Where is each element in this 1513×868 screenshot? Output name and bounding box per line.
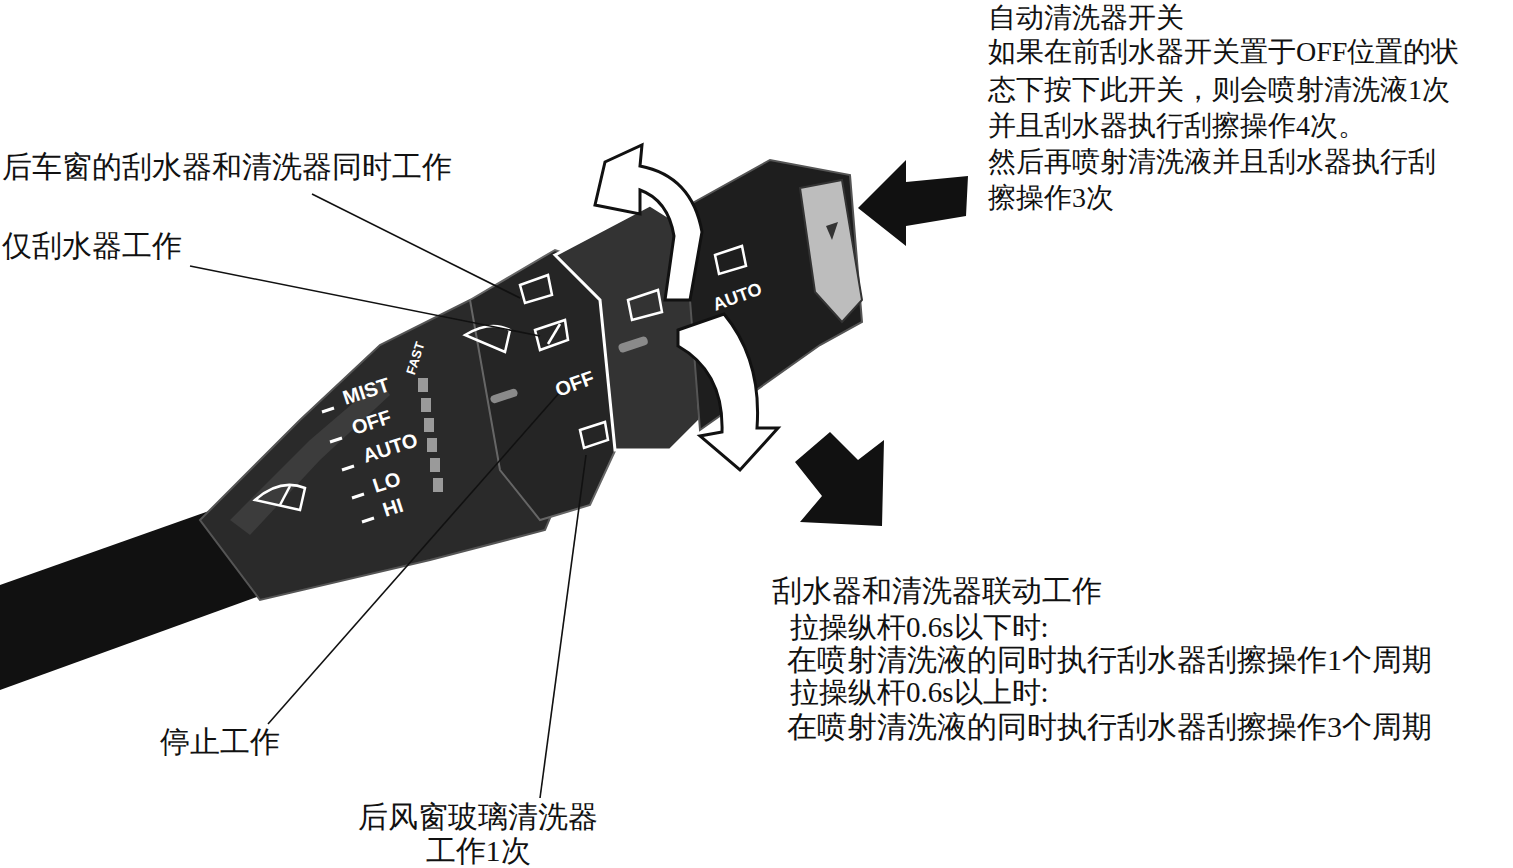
switch-marking: FAST bbox=[404, 340, 428, 376]
callout-text: 然后再喷射清洗液并且刮水器执行刮 bbox=[988, 146, 1436, 178]
button-triangle bbox=[826, 222, 838, 240]
switch-marking: OFF bbox=[349, 406, 394, 440]
switch-marking: LO bbox=[370, 467, 404, 497]
switch-marking: HI bbox=[380, 494, 406, 522]
index-mark bbox=[489, 388, 518, 404]
callout-text: 在喷射清洗液的同时执行刮水器刮擦操作3个周期 bbox=[787, 710, 1432, 745]
switch-marking: OFF bbox=[552, 366, 597, 401]
callout-text: 态下按下此开关，则会喷射清洗液1次 bbox=[988, 74, 1450, 106]
speed-ladder bbox=[418, 378, 443, 492]
callout-text: 擦操作3次 bbox=[988, 182, 1114, 214]
rear-wiper-icons bbox=[465, 275, 608, 448]
rotate-up-arrow bbox=[595, 145, 702, 300]
callout-text: 拉操纵杆0.6s以上时: bbox=[790, 676, 1049, 709]
switch-marking: AUTO bbox=[710, 279, 765, 316]
switch-marking: MIST bbox=[340, 373, 393, 410]
callout-text: 停止工作 bbox=[160, 725, 280, 760]
leader-lines bbox=[190, 194, 586, 798]
callout-text: 仅刮水器工作 bbox=[2, 229, 182, 264]
callout-text: 后车窗的刮水器和清洗器同时工作 bbox=[2, 150, 452, 185]
rotate-down-arrow bbox=[678, 314, 778, 470]
push-arrow bbox=[858, 160, 968, 246]
pull-arrow bbox=[795, 432, 884, 526]
callout-text: 并且刮水器执行刮擦操作4次。 bbox=[988, 110, 1366, 142]
callout-text: 后风窗玻璃清洗器 bbox=[358, 800, 598, 835]
index-mark bbox=[617, 336, 648, 354]
stalk-end-cap bbox=[680, 160, 862, 430]
callout-heading: 自动清洗器开关 bbox=[988, 2, 1184, 34]
callout-text: 拉操纵杆0.6s以下时: bbox=[790, 611, 1049, 644]
callout-heading: 刮水器和清洗器联动工作 bbox=[772, 574, 1102, 609]
washer-button bbox=[800, 180, 862, 322]
callout-text: 工作1次 bbox=[426, 834, 531, 868]
callout-text: 如果在前刮水器开关置于OFF位置的状 bbox=[988, 36, 1459, 68]
callout-text: 在喷射清洗液的同时执行刮水器刮擦操作1个周期 bbox=[787, 643, 1432, 678]
washer-icon bbox=[255, 485, 305, 510]
